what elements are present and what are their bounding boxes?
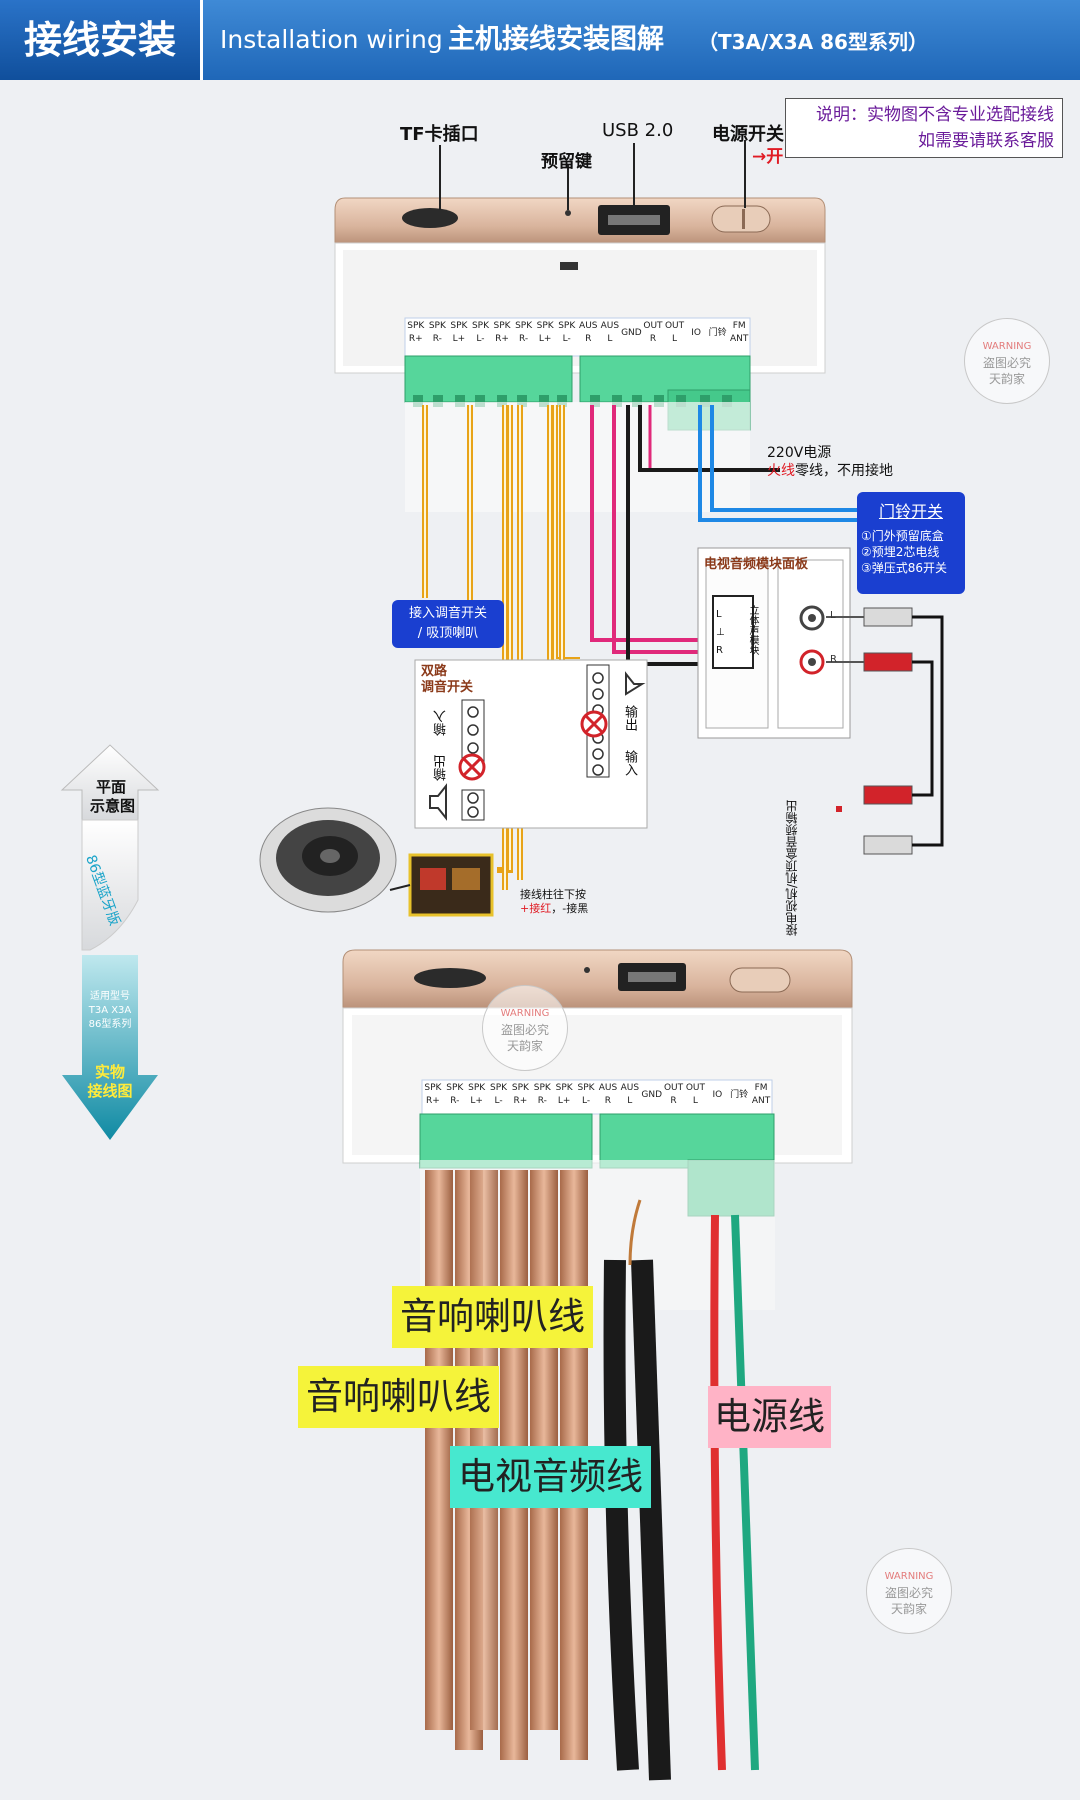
- top-panel-unit: [334, 140, 826, 512]
- side-arrow-graphic: [60, 744, 160, 1140]
- note-line1: 说明：实物图不含专业选配接线: [816, 105, 1054, 125]
- ceiling-speaker-icon: [259, 807, 397, 913]
- page-title: 接线安装: [0, 0, 203, 80]
- power-note: 220V电源 火线零线，不用接地: [767, 444, 893, 480]
- usb-label: USB 2.0: [602, 120, 674, 141]
- tf-card-label: TF卡插口: [400, 124, 479, 145]
- doorbell-title: 门铃开关: [878, 502, 943, 521]
- power-switch-icon: [711, 205, 771, 233]
- speaker-symbol-icon: [429, 671, 646, 821]
- stereo-module-label: 立体声模块: [747, 605, 758, 655]
- reserve-button-icon: [565, 210, 571, 216]
- doorbell-item: ③弹压式86开关: [861, 561, 948, 575]
- tv-panel-title: 电视音频模块面板: [704, 557, 809, 572]
- real-diagram-label: 实物接线图: [87, 1063, 133, 1100]
- speaker-wire-tag-1: 音响喇叭线: [392, 1286, 593, 1348]
- power-wire-tag: 电源线: [708, 1386, 831, 1448]
- doorbell-item: ①门外预留底盒: [861, 529, 944, 543]
- wire-note: 接线柱往下按 +接红，-接黑: [520, 888, 589, 915]
- reserve-key-label: 预留键: [541, 152, 592, 172]
- dual-switch-diagram: [414, 659, 648, 829]
- subtitle-en: Installation wiring: [220, 25, 443, 54]
- switch-out-label: 输出: [434, 755, 449, 781]
- switch-in-label: 输入: [434, 710, 449, 736]
- tv-audio-panel: [697, 547, 851, 739]
- tf-slot-icon: [402, 208, 458, 228]
- blue-doorbell-wires: [698, 405, 858, 522]
- stereo-module-icon: [712, 595, 754, 669]
- tv-audio-wire-tag: 电视音频线: [450, 1446, 651, 1508]
- header-bar: 接线安装 Installation wiring 主机接线安装图解 （T3A/X…: [0, 0, 1080, 80]
- tuning-note-box: 接入调音开关 / 吸顶喇叭: [392, 600, 504, 648]
- doorbell-box: 门铃开关 ①门外预留底盒 ②预埋2芯电线 ③弹压式86开关: [857, 492, 965, 594]
- power-note-fire: 火线: [767, 463, 795, 479]
- dual-switch-title: 双路调音开关: [421, 664, 474, 695]
- tuning-note-line2: / 吸顶喇叭: [417, 626, 479, 641]
- module-pins: L⊥R: [716, 609, 725, 656]
- plan-diagram-label: 平面示意图: [90, 778, 136, 815]
- switch-right-in-label: 输入: [622, 750, 637, 776]
- doorbell-item: ②预埋2芯电线: [861, 545, 940, 559]
- power-on-label: →开: [752, 147, 784, 167]
- pink-audio-wires: [590, 405, 780, 666]
- jack-left-label: L: [830, 610, 836, 621]
- speaker-wire-tag-2: 音响喇叭线: [298, 1366, 499, 1428]
- wire-note-line1: 接线柱往下按: [520, 888, 586, 901]
- note-box: 说明：实物图不含专业选配接线 如需要请联系客服: [785, 98, 1063, 158]
- power-note-rest: 零线，不用接地: [795, 463, 893, 479]
- power-note-line1: 220V电源: [767, 445, 832, 461]
- model-label: （T3A/X3A 86型系列）: [698, 30, 928, 54]
- no-connection-icon: [458, 710, 608, 781]
- speaker-terminal-block: [404, 355, 573, 403]
- speaker-terminal-photo: [389, 853, 494, 917]
- tuning-note-line1: 接入调音开关: [408, 606, 487, 621]
- jack-right-label: R: [830, 654, 837, 665]
- subtitle-cn: 主机接线安装图解: [448, 24, 664, 55]
- tv-output-label: 接电视机/机顶盒音频输出: [785, 800, 799, 937]
- rca-cables: [826, 607, 944, 855]
- switch-right-out-label: 输出: [622, 705, 637, 731]
- power-switch-label: 电源开关: [712, 124, 784, 145]
- note-line2: 如需要请联系客服: [918, 131, 1054, 151]
- bottom-panel-unit: [342, 949, 853, 1310]
- terminal-screws: [413, 395, 732, 407]
